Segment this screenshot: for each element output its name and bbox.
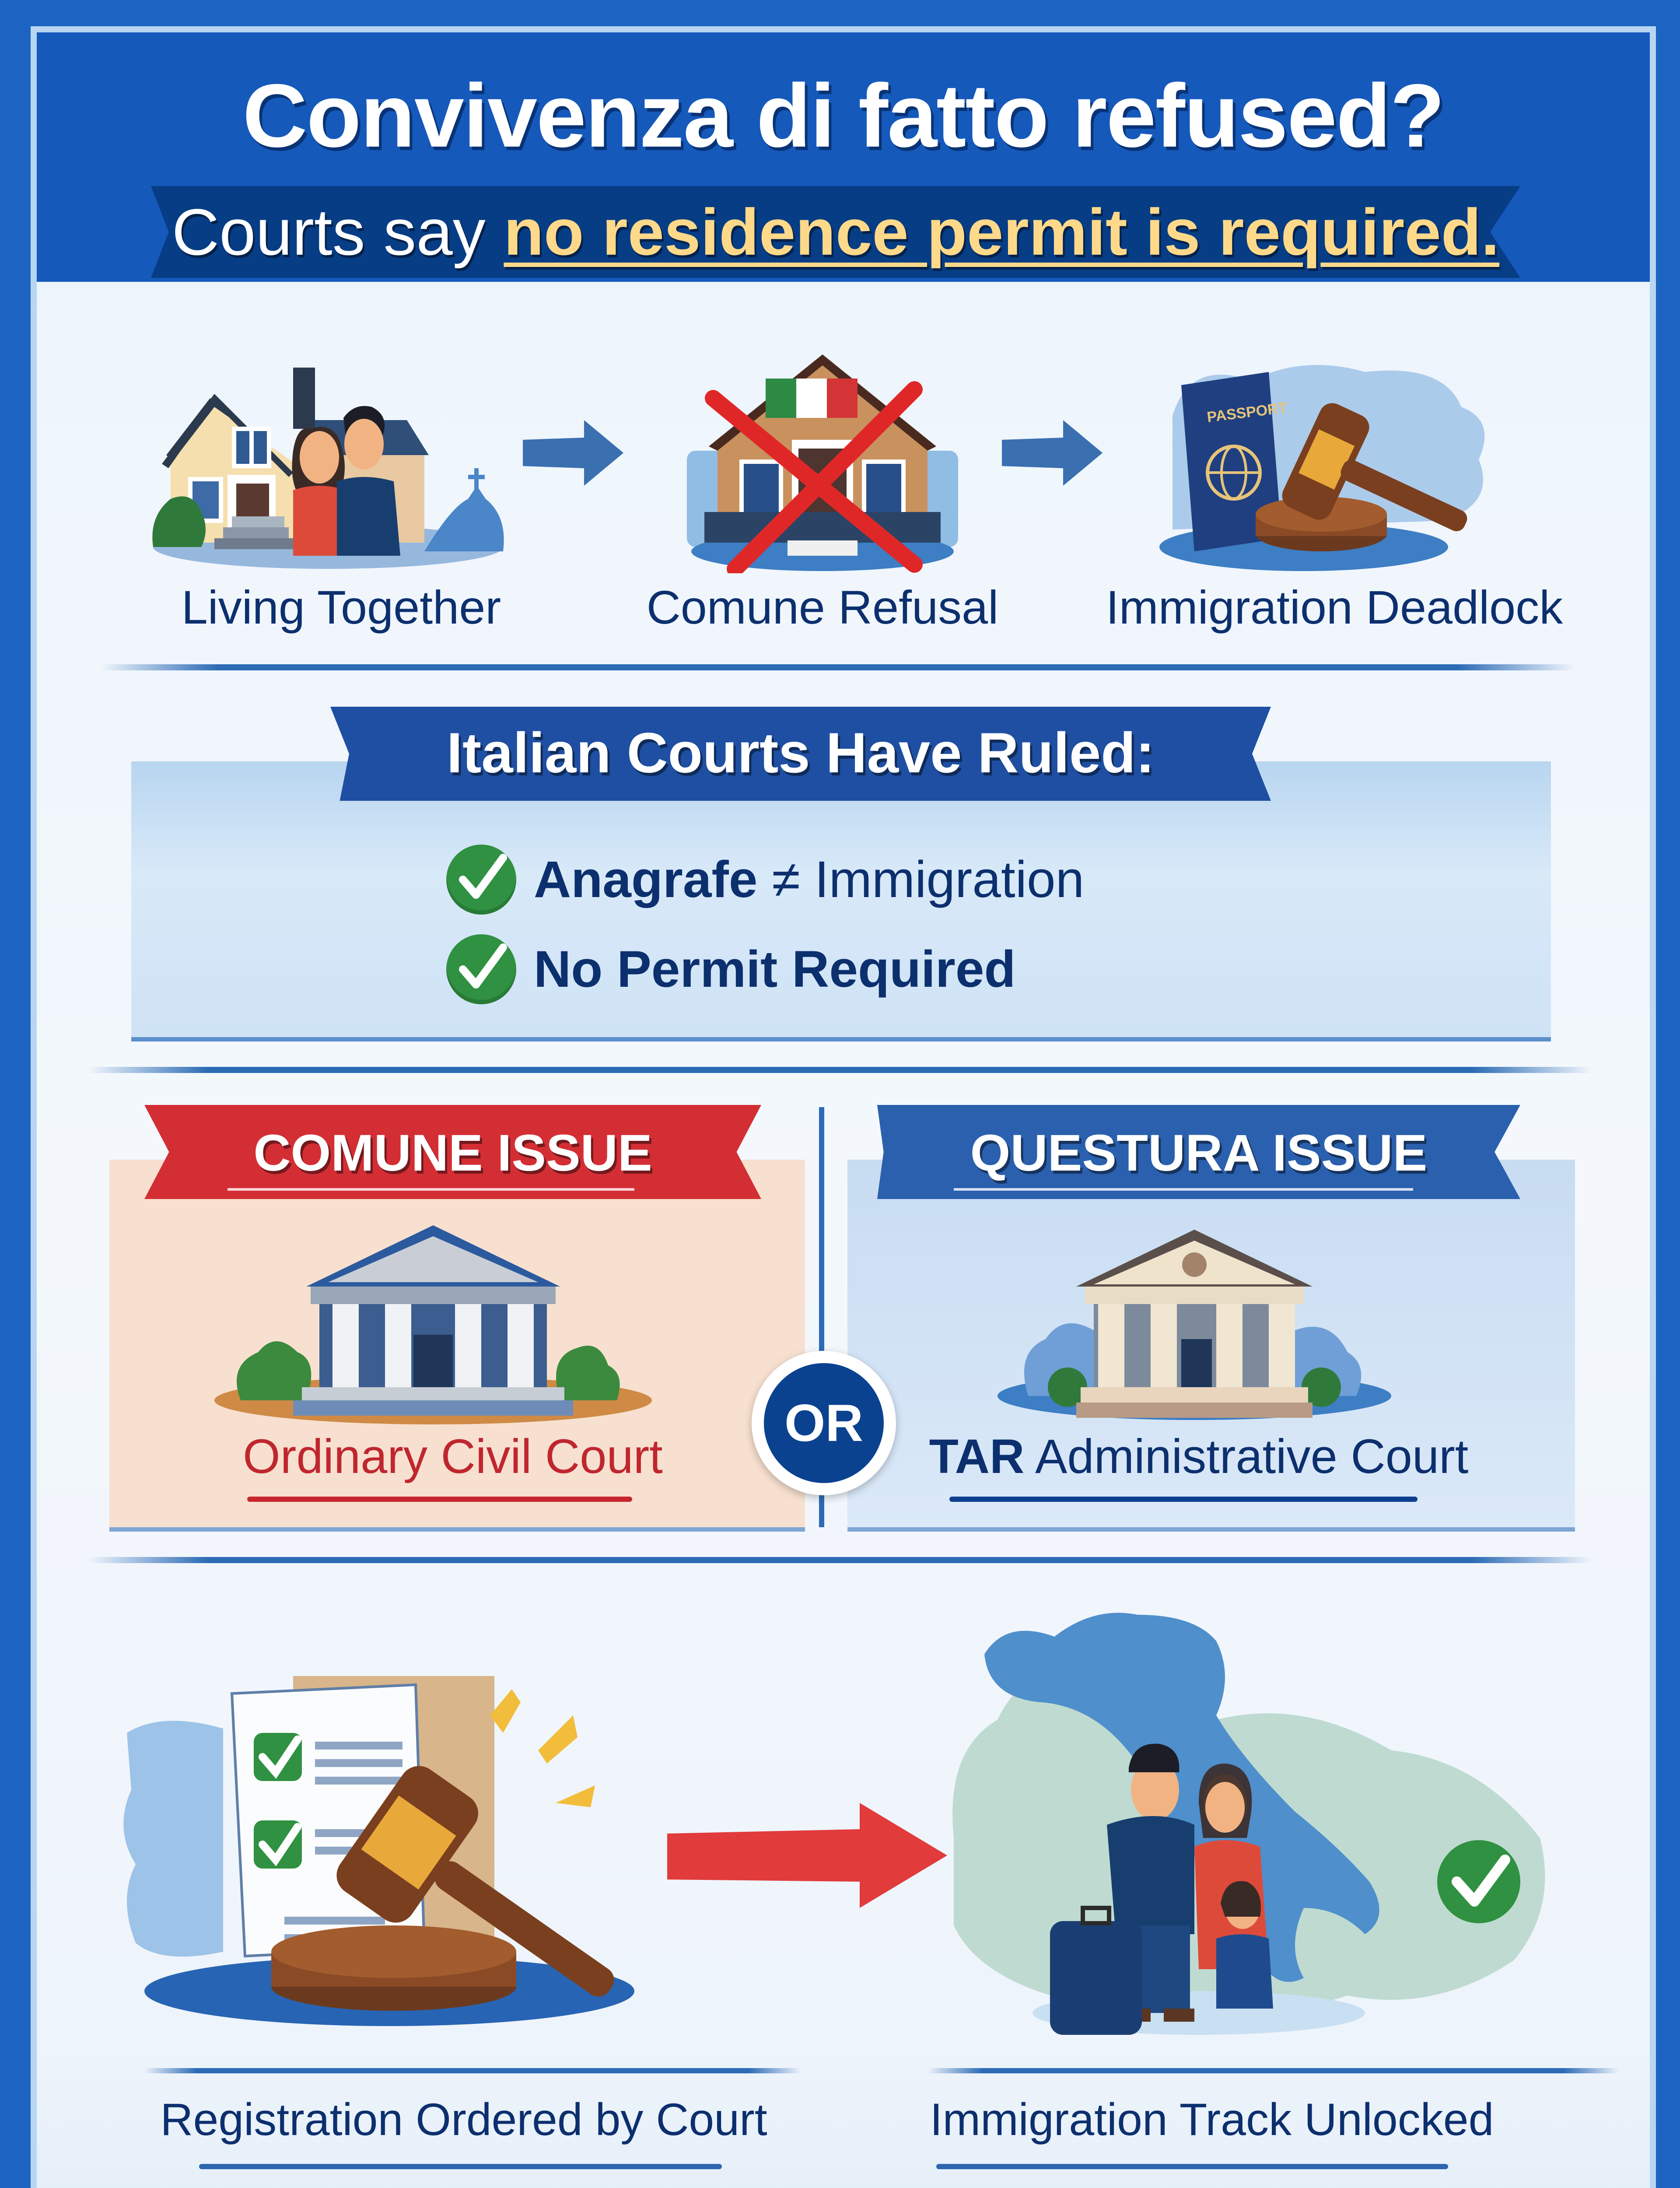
- subtitle-ribbon: [151, 186, 1520, 278]
- ordinary-civil-court-label: Ordinary Civil Court: [243, 1430, 663, 1483]
- right-arrow-icon: [667, 1803, 947, 1908]
- family-italy-map-icon: [952, 1613, 1545, 2035]
- questura-issue-heading: QUESTURA ISSUE: [970, 1124, 1428, 1182]
- questura-heading-underline: [954, 1188, 1413, 1191]
- step-label-immigration-deadlock: Immigration Deadlock: [1106, 581, 1563, 634]
- ruling-item-text: No Permit Required: [534, 940, 1016, 998]
- outcome-divider-right: [928, 2068, 1619, 2073]
- civil-court-underline: [247, 1497, 632, 1502]
- immigration-track-unlocked-label: Immigration Track Unlocked: [930, 2094, 1494, 2145]
- step-label-comune-refusal: Comune Refusal: [646, 581, 999, 634]
- house-couple-icon: [152, 368, 504, 569]
- ruling-item-text: Anagrafe ≠ Immigration: [534, 851, 1085, 908]
- page-title: Convivenza di fatto refused?: [242, 66, 1445, 166]
- ruling-box: [131, 761, 1551, 1041]
- court-order-gavel-icon: [123, 1676, 634, 2026]
- subtitle-prefix: Courts say: [172, 195, 504, 269]
- civil-court-building-icon: [214, 1225, 652, 1424]
- questura-ribbon: [877, 1105, 1520, 1199]
- right-arrow-icon: [523, 420, 623, 486]
- check-icon: [446, 845, 516, 915]
- comune-ribbon: [144, 1105, 761, 1199]
- ruling-item: Anagrafe ≠ Immigration: [446, 845, 1084, 915]
- administrative-court-building-icon: [998, 1230, 1391, 1420]
- subtitle: Courts say no residence permit is requir…: [151, 188, 1520, 276]
- passport-gavel-icon: PASSPORT: [1159, 365, 1485, 571]
- check-icon: [446, 934, 516, 1004]
- section-divider: [88, 1557, 1592, 1563]
- crossed-town-hall-icon: [687, 354, 958, 573]
- ruling-banner-text: Italian Courts Have Ruled:: [446, 721, 1155, 785]
- section-divider: [101, 664, 1575, 670]
- comune-issue-heading: COMUNE ISSUE: [253, 1124, 652, 1182]
- tar-administrative-court-label: TAR Administrative Court: [929, 1430, 1469, 1483]
- ruling-banner: [330, 707, 1271, 801]
- comune-heading-underline: [228, 1188, 634, 1191]
- or-badge: OR: [752, 1351, 896, 1495]
- tar-court-underline: [949, 1497, 1418, 1502]
- right-arrow-icon: [1002, 420, 1102, 486]
- step-label-living-together: Living Together: [181, 581, 501, 634]
- outcome-divider-left: [144, 2068, 801, 2073]
- registration-underline: [199, 2164, 722, 2169]
- ruling-item: No Permit Required: [446, 934, 1016, 1004]
- subtitle-highlight: no residence permit is required.: [504, 195, 1500, 269]
- section-divider: [88, 1067, 1592, 1073]
- immigration-track-underline: [936, 2164, 1448, 2169]
- registration-ordered-label: Registration Ordered by Court: [160, 2094, 767, 2145]
